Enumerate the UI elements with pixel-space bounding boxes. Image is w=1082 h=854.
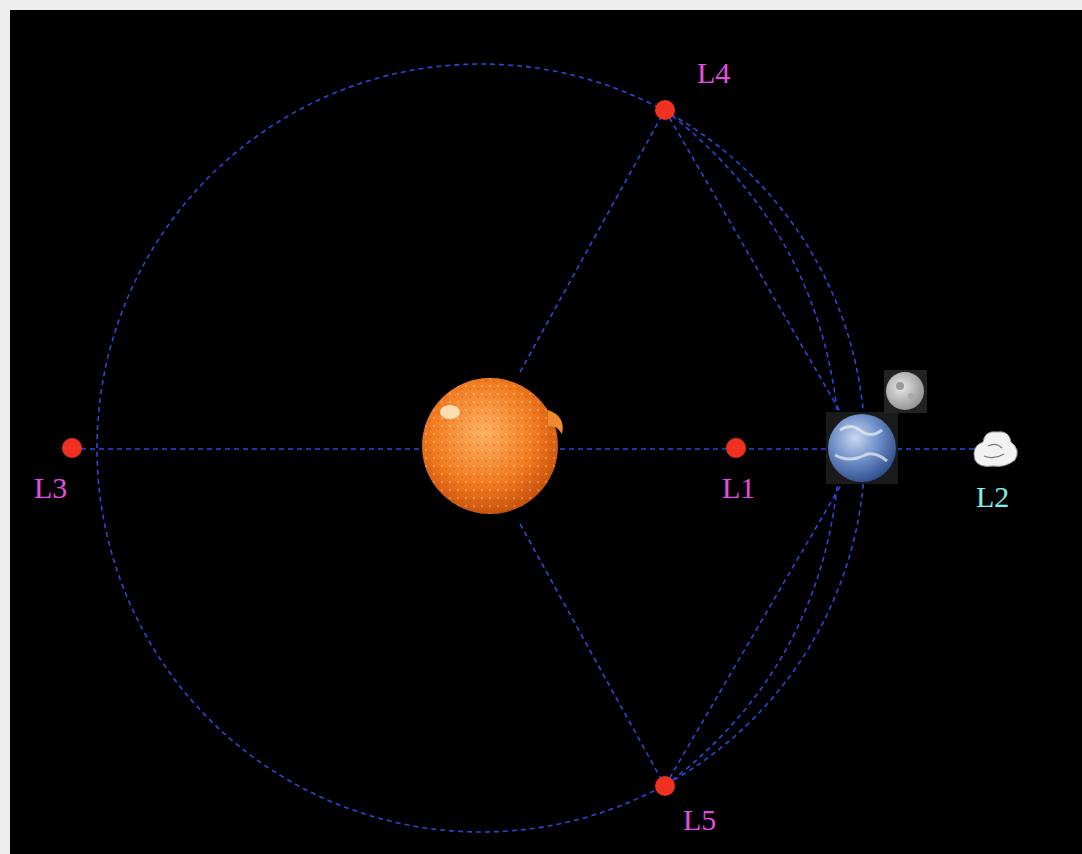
earth	[826, 412, 898, 484]
point-label: L1	[722, 473, 755, 503]
point-label: L4	[697, 58, 730, 88]
dashed-guides	[72, 64, 975, 832]
earth-orbit	[97, 64, 865, 832]
l2-spacecraft	[974, 432, 1017, 467]
moon	[884, 370, 927, 413]
point-label: L5	[683, 805, 716, 835]
sun	[422, 378, 563, 514]
point-label: L3	[34, 473, 67, 503]
space-background	[10, 10, 1082, 854]
point-label: L2	[976, 482, 1009, 512]
lagrange-points	[62, 100, 746, 796]
